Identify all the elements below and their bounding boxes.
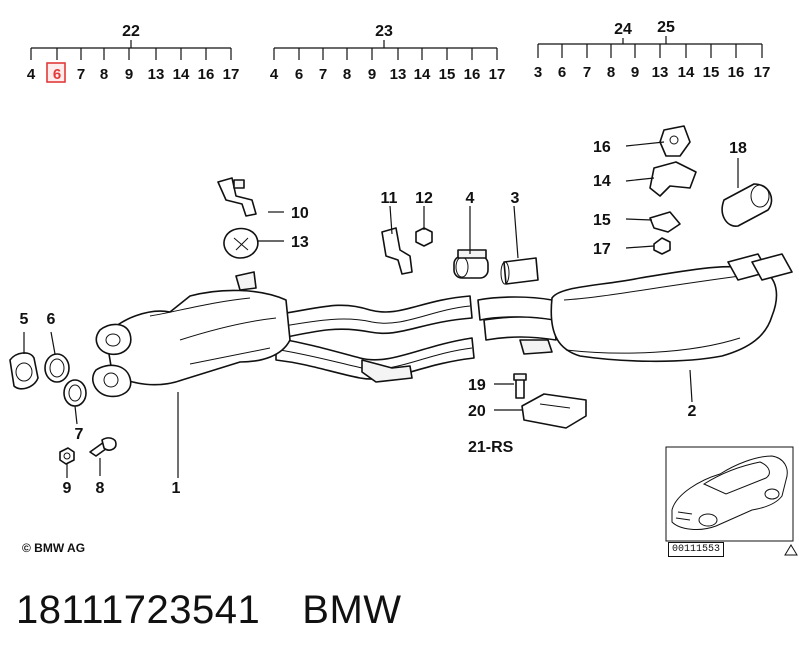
group-23-item: 13 — [390, 66, 407, 83]
callout-5[interactable]: 5 — [20, 311, 29, 328]
nut-17[interactable] — [653, 237, 671, 255]
callout-19[interactable]: 19 — [468, 377, 486, 394]
group-22-bracket: 22 4 6 7 8 9 13 14 16 17 — [27, 23, 240, 83]
brand-name: BMW — [302, 588, 402, 632]
group-24-item: 9 — [631, 64, 639, 81]
group-22-item: 13 — [148, 66, 165, 83]
group-22-item: 16 — [198, 66, 215, 83]
part-number: 18111723541 — [16, 588, 261, 632]
rubber-mount-13[interactable] — [223, 227, 259, 259]
callouts: 1 2 3 4 5 6 7 8 9 10 11 12 13 14 15 16 1… — [20, 139, 747, 497]
callout-10[interactable]: 10 — [291, 205, 309, 222]
bracket-14[interactable] — [649, 161, 697, 197]
callout-16[interactable]: 16 — [593, 139, 611, 156]
group-24-item: 3 — [534, 64, 542, 81]
hanger-16[interactable] — [659, 125, 691, 157]
bracket-10[interactable] — [217, 177, 257, 217]
callout-21-rs[interactable]: 21-RS — [468, 439, 514, 456]
group-22-item-highlighted[interactable]: 6 — [53, 66, 61, 83]
group-23-item: 9 — [368, 66, 376, 83]
car-thumbnail — [665, 446, 794, 542]
group-label-25: 25 — [657, 19, 675, 36]
seal-ring-7[interactable] — [63, 379, 87, 407]
callout-4[interactable]: 4 — [466, 190, 475, 207]
group-label-23: 23 — [375, 23, 393, 40]
callout-8[interactable]: 8 — [96, 480, 105, 497]
callout-17[interactable]: 17 — [593, 241, 611, 258]
bracket-15[interactable] — [649, 211, 681, 233]
leader-lines — [23, 141, 739, 478]
group-22-item: 9 — [125, 66, 133, 83]
group-label-24: 24 — [614, 21, 632, 38]
callout-1[interactable]: 1 — [172, 480, 181, 497]
group-24-item: 7 — [583, 64, 591, 81]
callout-11[interactable]: 11 — [381, 190, 398, 207]
group-23-item: 14 — [414, 66, 431, 83]
group-24-item: 15 — [703, 64, 720, 81]
catalytic-converter[interactable] — [92, 271, 413, 398]
callout-9[interactable]: 9 — [63, 480, 72, 497]
group-22-item: 7 — [77, 66, 85, 83]
clamp-4[interactable] — [453, 249, 489, 279]
group-23-item: 17 — [489, 66, 506, 83]
group-label-22: 22 — [122, 23, 140, 40]
callout-3[interactable]: 3 — [511, 190, 520, 207]
group-24-item: 14 — [678, 64, 695, 81]
highlight-box — [46, 62, 66, 83]
callout-12[interactable]: 12 — [415, 190, 433, 207]
group-22-item: 14 — [173, 66, 190, 83]
group-24-25-bracket: 24 25 3 6 7 8 9 13 14 15 16 17 — [534, 19, 771, 81]
group-24-item: 17 — [754, 64, 771, 81]
group-22-item: 4 — [27, 66, 36, 83]
callout-2[interactable]: 2 — [688, 403, 697, 420]
group-23-item: 7 — [319, 66, 327, 83]
group-23-item: 4 — [270, 66, 279, 83]
callout-18[interactable]: 18 — [729, 140, 747, 157]
group-24-item: 13 — [652, 64, 669, 81]
group-23-item: 15 — [439, 66, 456, 83]
gasket-5[interactable] — [9, 352, 39, 390]
pipe-3[interactable] — [500, 257, 539, 285]
rear-silencer[interactable] — [477, 253, 793, 363]
nut-12[interactable] — [415, 227, 433, 247]
twin-pipes — [275, 295, 475, 380]
group-23-bracket: 23 4 6 7 8 9 13 14 15 16 17 — [270, 23, 506, 83]
callout-15[interactable]: 15 — [593, 212, 611, 229]
copyright-notice: © BMW AG — [22, 541, 86, 555]
callout-20[interactable]: 20 — [468, 403, 486, 420]
group-22-item: 8 — [100, 66, 108, 83]
group-24-item: 6 — [558, 64, 566, 81]
callout-6[interactable]: 6 — [47, 311, 56, 328]
part-title: 18111723541 BMW — [16, 588, 402, 633]
callout-7[interactable]: 7 — [75, 426, 84, 443]
callout-13[interactable]: 13 — [291, 234, 309, 251]
nut-9[interactable] — [59, 447, 75, 465]
seal-ring-6[interactable] — [44, 353, 70, 383]
tailpipe-trim-18[interactable] — [721, 183, 773, 227]
group-24-item: 8 — [607, 64, 615, 81]
screw-19[interactable] — [513, 373, 527, 399]
reference-number: 00111553 — [668, 542, 725, 557]
callout-14[interactable]: 14 — [593, 173, 611, 190]
bracket-11[interactable] — [381, 227, 413, 275]
group-24-item: 16 — [728, 64, 745, 81]
group-23-item: 6 — [295, 66, 303, 83]
warning-triangle-icon — [784, 544, 798, 556]
holder-20[interactable] — [521, 393, 587, 429]
group-23-item: 8 — [343, 66, 351, 83]
group-22-item: 17 — [223, 66, 240, 83]
group-23-item: 16 — [464, 66, 481, 83]
bolt-8[interactable] — [89, 437, 117, 457]
